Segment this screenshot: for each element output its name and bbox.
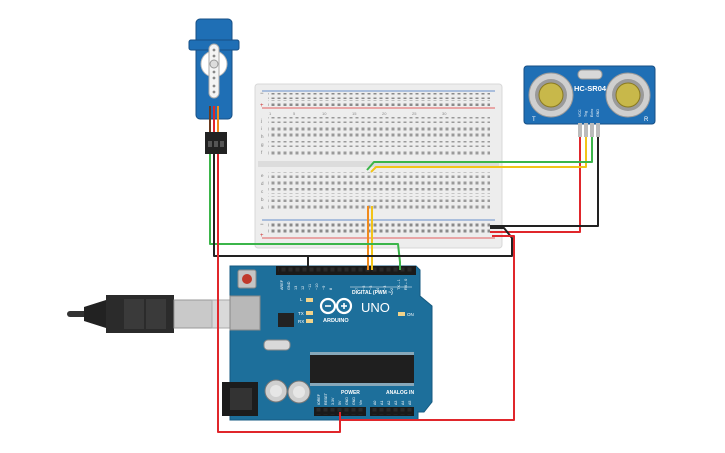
row-letter-b: b <box>261 197 264 202</box>
wire-sensor-echo[interactable] <box>366 137 593 171</box>
column-number: 1 <box>269 111 272 116</box>
led-rx <box>306 319 313 323</box>
row-letter-a: a <box>261 205 264 210</box>
pin-label-13: 13 <box>294 286 298 290</box>
power-section-label: POWER <box>341 390 360 396</box>
row-letter-e: e <box>261 173 264 178</box>
row-letter-j: j <box>260 118 262 123</box>
pin-label-rx: RX←0 <box>404 279 408 290</box>
pin-label-10: ~10 <box>315 284 319 290</box>
pin-label-6: ~6 <box>362 286 366 290</box>
pin-label-5v: 5V <box>338 400 342 405</box>
pin-label-a3: A3 <box>394 401 398 405</box>
pin-label-a1: A1 <box>380 401 384 405</box>
pin-label-3v3: 3.3V <box>331 397 335 405</box>
wire-sensor-vcc[interactable] <box>490 137 581 233</box>
pin-label-2: 2 <box>390 288 394 290</box>
brand-label: ARDUINO <box>323 318 349 324</box>
column-number: 30 <box>442 111 447 116</box>
sensor-pin-vcc: VCC <box>578 109 582 117</box>
rail-plus-top: + <box>260 103 264 109</box>
arduino-uno-board[interactable]: AREF GND 13 12 ~11 ~10 ~9 8 7 ~6 ~5 4 ~3… <box>222 265 433 421</box>
pin-label-a2: A2 <box>387 401 391 405</box>
rail-minus-bottom: − <box>260 222 264 228</box>
analog-section-label: ANALOG IN <box>386 390 414 396</box>
rail-minus-top: − <box>260 91 264 97</box>
column-number: 5 <box>293 111 296 116</box>
usb-cable[interactable] <box>67 295 253 333</box>
column-number: 10 <box>322 111 327 116</box>
pin-label-4: 4 <box>376 288 380 290</box>
wire-servo-power[interactable] <box>217 154 341 433</box>
pin-label-vin: Vin <box>359 400 363 405</box>
wire-sensor-trig[interactable] <box>370 137 587 173</box>
servo-motor[interactable] <box>188 18 240 154</box>
sensor-pin-echo: Echo <box>590 109 594 117</box>
led-tx-label: TX <box>298 311 304 316</box>
led-tx <box>306 311 313 315</box>
pin-label-11: ~11 <box>308 284 312 290</box>
arduino-logo-icon <box>319 297 353 315</box>
row-letter-c: c <box>261 189 264 194</box>
column-number: 20 <box>382 111 387 116</box>
on-label: ON <box>407 312 414 317</box>
atmega-chip <box>310 355 414 383</box>
sensor-model-label: HC-SR04 <box>574 84 607 93</box>
led-l-label: L <box>300 297 303 302</box>
row-letter-i: i <box>261 126 262 131</box>
row-letter-g: g <box>261 142 264 147</box>
sensor-left-mark: T <box>532 117 536 123</box>
sensor-right-mark: R <box>644 117 649 123</box>
usb-port[interactable] <box>229 295 261 331</box>
pin-label-a5: A5 <box>408 401 412 405</box>
row-letter-f: f <box>261 150 263 155</box>
wire-servo-signal[interactable] <box>209 154 401 270</box>
pin-label-reset: RESET <box>324 392 328 405</box>
sensor-pin-gnd: GND <box>596 109 600 117</box>
pin-label-aref: AREF <box>280 279 284 290</box>
pin-label-3: ~3 <box>383 286 387 290</box>
digital-section-label: DIGITAL (PWM ~) <box>352 290 393 296</box>
pin-label-5: ~5 <box>369 286 373 290</box>
on-led <box>398 312 405 316</box>
pin-label-ioref: IOREF <box>317 393 321 405</box>
led-rx-label: RX <box>298 319 304 324</box>
wires <box>209 137 599 433</box>
pin-label-a4: A4 <box>401 401 405 405</box>
column-number: 15 <box>352 111 357 116</box>
row-letter-d: d <box>261 181 264 186</box>
row-letter-h: h <box>261 134 264 139</box>
sensor-pin-trig: Trig <box>584 111 588 117</box>
pin-label-gnd: GND <box>287 281 291 290</box>
wire-rail-gnd[interactable] <box>308 227 513 257</box>
pin-label-7: 7 <box>355 288 359 290</box>
model-label: UNO <box>361 300 390 315</box>
pin-label-8: 8 <box>329 288 333 290</box>
rail-plus-bottom: + <box>260 233 264 239</box>
pin-label-9: ~9 <box>322 286 326 290</box>
led-l <box>306 298 313 302</box>
column-number: 25 <box>412 111 417 116</box>
wire-servo-gnd[interactable] <box>213 154 309 266</box>
pin-label-gnd-1: GND <box>345 397 349 405</box>
wire-sensor-gnd[interactable] <box>490 137 599 227</box>
pin-label-12: 12 <box>301 286 305 290</box>
crystal-oscillator <box>577 69 603 80</box>
ultrasonic-sensor[interactable]: HC-SR04 T R VCC Trig Echo GND <box>523 65 656 137</box>
pin-label-a0: A0 <box>373 401 377 405</box>
pin-label-gnd-2: GND <box>352 397 356 405</box>
pin-label-tx: TX→1 <box>397 279 401 290</box>
